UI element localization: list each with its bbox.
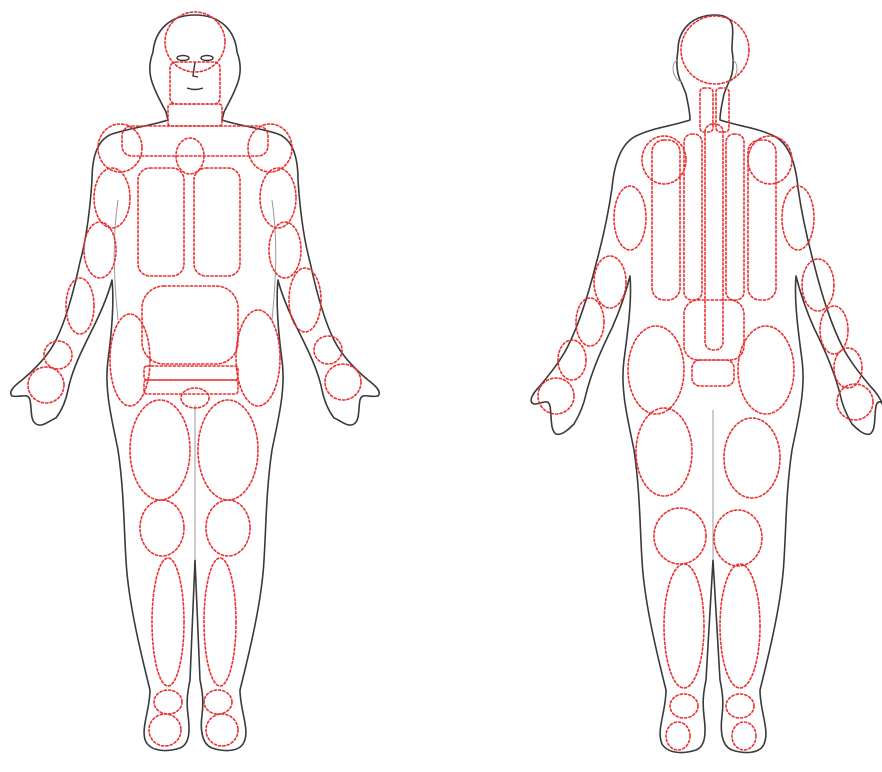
back-body-figure: [531, 15, 882, 752]
back-body-outline: [531, 15, 882, 752]
